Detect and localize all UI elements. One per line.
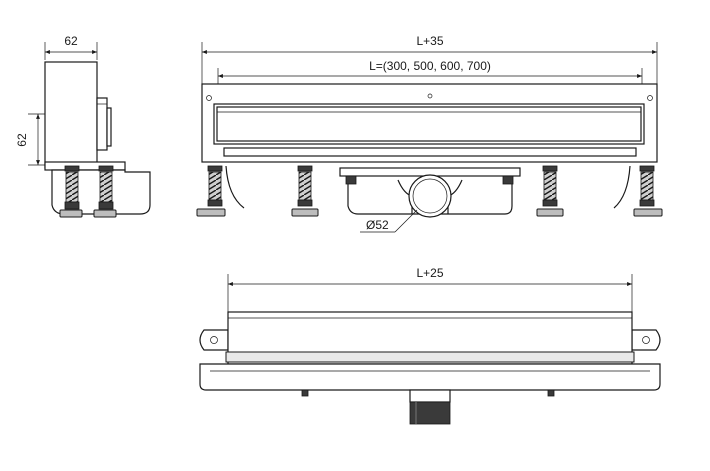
side-flange: [96, 97, 108, 151]
front-leg-3: [536, 165, 564, 217]
inner-length-dimension: L=(300, 500, 600, 700): [217, 59, 643, 84]
outlet-diameter-dimension: Ø52: [360, 209, 418, 233]
inner-length-label: L=(300, 500, 600, 700): [369, 59, 491, 73]
front-leg-4: [633, 165, 663, 217]
top-outlet-neck: [409, 389, 451, 403]
front-view: L+35 L=(300, 500, 600, 700) Ø52: [196, 34, 663, 233]
side-body: [44, 61, 98, 169]
top-length-dimension: L+25: [227, 266, 633, 312]
side-width-dimension: 62: [44, 34, 98, 60]
side-width-label: 62: [64, 34, 78, 48]
top-length-label: L+25: [416, 266, 443, 280]
side-grate-edge: [106, 107, 112, 147]
side-view: 62 62: [15, 34, 151, 218]
outlet-pipe-circle: [408, 174, 452, 218]
front-leg-2: [291, 165, 319, 217]
front-leg-1: [196, 165, 226, 217]
side-height-dimension: 62: [15, 113, 48, 166]
side-leg-right: [93, 165, 117, 218]
overall-length-dimension: L+35: [201, 34, 658, 84]
front-grate: [216, 106, 642, 142]
overall-length-label: L+35: [416, 34, 443, 48]
side-height-label: 62: [15, 133, 29, 147]
top-rim: [199, 363, 661, 391]
top-ear-left: [199, 329, 229, 351]
side-leg-left: [59, 165, 83, 218]
front-bottom-rail: [223, 147, 637, 157]
top-outlet-pipe: [409, 401, 451, 425]
top-ear-right: [631, 329, 661, 351]
top-view: L+25: [199, 266, 661, 425]
top-grate-edge: [225, 351, 635, 363]
outlet-diameter-label: Ø52: [366, 218, 389, 232]
